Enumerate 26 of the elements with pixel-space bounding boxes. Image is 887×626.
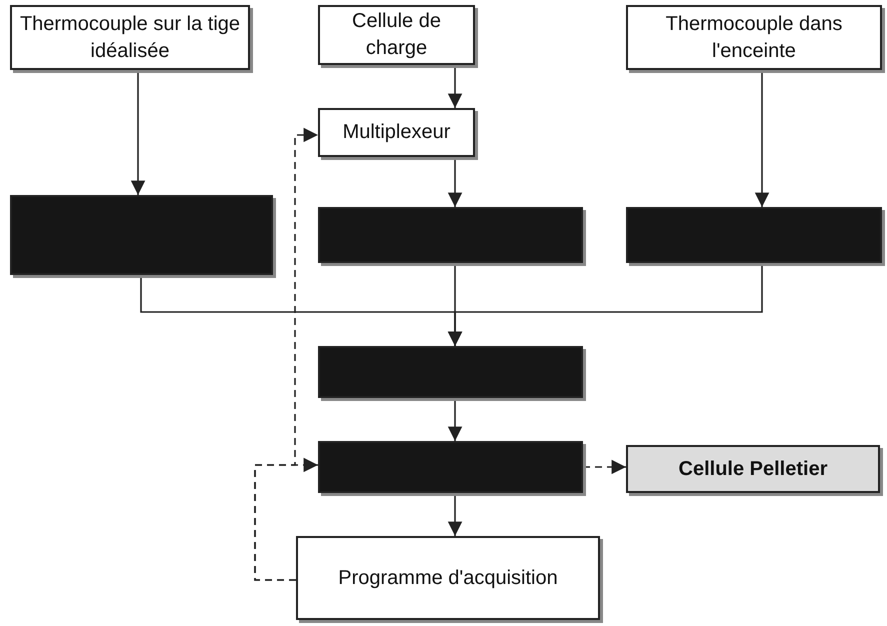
dark-box [318, 441, 583, 493]
process-box [318, 108, 475, 157]
arrow [448, 398, 462, 441]
process-box [10, 5, 250, 70]
arrow [448, 493, 462, 536]
node-label: Multiplexeur [342, 120, 450, 145]
node-label: Cellule de charge [351, 9, 442, 61]
arrow [448, 157, 462, 207]
node-label: Cellule Pelletier [678, 456, 828, 482]
dark-box [318, 207, 583, 263]
process-box [626, 445, 880, 493]
dashed-arrow [254, 128, 318, 581]
process-box [318, 5, 475, 65]
node-label: Thermocouple dans l'enceinte [664, 12, 844, 64]
dashed-arrow [583, 460, 626, 474]
process-box [626, 5, 882, 70]
arrow [448, 263, 763, 346]
dark-box [318, 346, 583, 398]
node-label: Thermocouple sur la tige idéalisée [18, 12, 242, 64]
process-box [296, 536, 600, 620]
node-label: Programme d'acquisition [338, 566, 558, 590]
arrow [130, 70, 146, 195]
dark-box [626, 207, 882, 263]
dark-box [10, 195, 273, 275]
arrow [754, 70, 770, 207]
arrow [448, 65, 462, 108]
